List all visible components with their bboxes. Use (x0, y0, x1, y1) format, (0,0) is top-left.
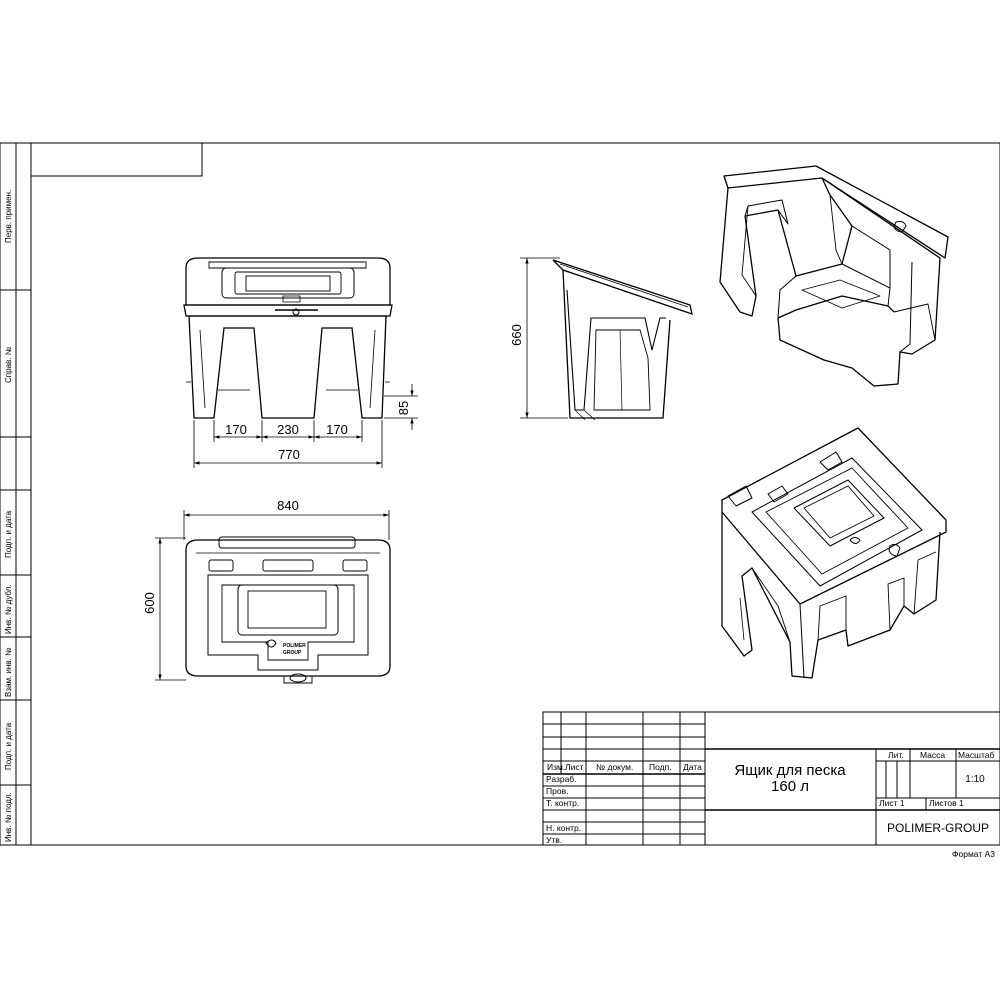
tb-col-doc: № докум. (596, 762, 633, 772)
dim-front-middle: 230 (277, 422, 299, 437)
tb-row-tkontr: Т. контр. (546, 798, 579, 808)
stamp-vzam-inv: Взам. инв. № (4, 647, 13, 697)
stamp-inv-dubl: Инв. № дубл. (4, 584, 13, 634)
tb-col-data: Дата (683, 762, 702, 772)
front-dimensions (193, 384, 418, 468)
tb-title-line1: Ящик для песка (734, 762, 846, 779)
side-dimensions (520, 257, 568, 419)
tb-lit: Лит. (888, 750, 904, 760)
logo-line2: GROUP (283, 650, 302, 656)
side-view (552, 259, 693, 421)
tb-list: Лист 1 (879, 798, 905, 808)
top-view-logo: POLIMER GROUP (283, 643, 306, 656)
stamp-podp-data-2: Подп. и дата (4, 722, 13, 770)
tb-title-line2: 160 л (771, 778, 809, 795)
tb-format: Формат А3 (952, 849, 995, 859)
top-dimensions (155, 510, 390, 681)
stamp-podp-data-1: Подп. и дата (4, 510, 13, 558)
dim-side-height: 660 (509, 324, 524, 346)
tb-row-prov: Пров. (546, 786, 568, 796)
tb-col-podp: Подп. (649, 762, 672, 772)
iso-section-view (719, 165, 949, 387)
dim-front-width: 770 (278, 447, 300, 462)
iso-closed-view (721, 427, 947, 679)
tb-col-list: Лист (565, 762, 584, 772)
dim-top-depth: 600 (142, 592, 157, 614)
tb-scale-value: 1:10 (965, 774, 985, 785)
dim-front-right: 170 (326, 422, 348, 437)
tb-row-utv: Утв. (546, 835, 562, 845)
tb-masshtab: Масштаб (958, 750, 994, 760)
top-view (185, 536, 391, 684)
title-block-text: Изм. Лист № докум. Подп. Дата Разраб. Пр… (546, 750, 995, 859)
title-block (542, 711, 1000, 846)
tb-massa: Масса (920, 750, 945, 760)
dim-top-width: 840 (277, 498, 299, 513)
side-stamps: Перв. примен. Справ. № Подп. и дата Инв.… (4, 190, 13, 842)
tb-listov: Листов 1 (929, 798, 964, 808)
front-view (183, 257, 393, 419)
tb-col-izm: Изм. (547, 762, 565, 772)
tb-company: POLIMER-GROUP (887, 821, 989, 835)
logo-line1: POLIMER (283, 643, 306, 649)
dim-front-base: 85 (396, 401, 411, 415)
stamp-sprav-no: Справ. № (4, 346, 13, 383)
stamp-perv-primen: Перв. примен. (4, 190, 13, 243)
dim-front-left: 170 (225, 422, 247, 437)
front-dimension-labels: 170 230 170 770 85 (225, 401, 411, 462)
stamp-inv-podl: Инв. № подл. (4, 792, 13, 842)
tb-row-nkontr: Н. контр. (546, 823, 581, 833)
sheet-frame (0, 142, 1000, 846)
tb-row-razrab: Разраб. (546, 774, 577, 784)
